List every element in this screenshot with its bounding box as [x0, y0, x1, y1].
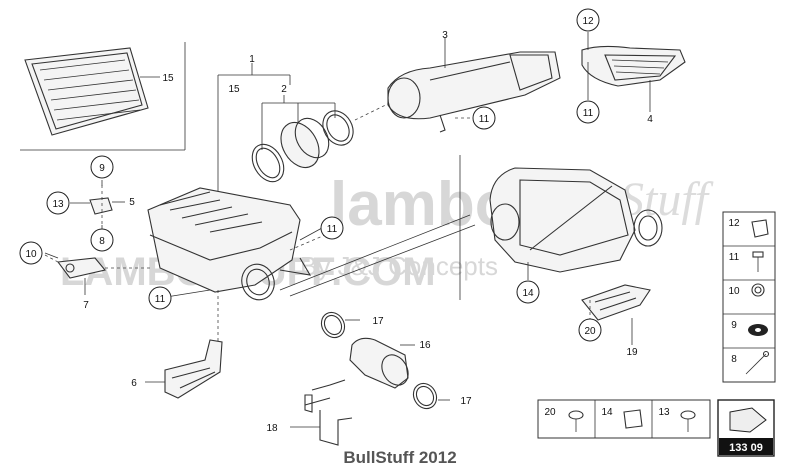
legend-item-11: 11: [729, 252, 740, 263]
watermark-script: Stuff: [620, 173, 714, 226]
callout-14: 14: [516, 280, 540, 304]
heat-shield-part-19: [581, 284, 651, 345]
legend-item-10: 10: [728, 286, 740, 297]
label-1: 1: [249, 54, 255, 65]
callout-8: 8: [90, 228, 114, 252]
label-19: 19: [626, 347, 638, 358]
bracket-parts-5-7: [44, 185, 150, 295]
watermark: lambo Stuff LAMBOSTUFF.COM By J&J Concep…: [60, 170, 714, 294]
svg-text:12: 12: [582, 16, 594, 27]
label-17-top: 17: [372, 316, 384, 327]
legend-item-8: 8: [731, 354, 737, 365]
legend-item-9: 9: [731, 320, 737, 331]
watermark-brand: lambo: [330, 170, 513, 239]
label-6: 6: [131, 378, 137, 389]
callout-13: 13: [46, 191, 70, 215]
label-15: 15: [162, 73, 174, 84]
fastener-legend: 20 14 13: [537, 399, 711, 439]
label-2: 2: [281, 84, 287, 95]
washer-icon: [748, 324, 768, 336]
legend-bottom-20: 20: [544, 407, 556, 418]
pipe-part-18: [290, 379, 353, 446]
callout-10: 10: [19, 241, 43, 265]
label-4: 4: [647, 114, 653, 125]
arrow-icon: [729, 407, 767, 433]
lower-airbox-part-14: [489, 167, 663, 280]
footer-credit: BullStuff 2012: [343, 448, 457, 467]
airbox-housing: [147, 187, 326, 350]
diagram-code-box: 133 09: [717, 399, 775, 457]
clip-nut-icon: [623, 409, 643, 429]
duct-part-16: [349, 337, 415, 389]
callout-11-duct: 11: [472, 106, 496, 130]
svg-text:9: 9: [99, 163, 105, 174]
label-3: 3: [442, 30, 448, 41]
label-16: 16: [419, 340, 431, 351]
watermark-tag: By J&J Concepts: [300, 251, 498, 281]
rivet-icon: [745, 350, 770, 375]
support-bracket-part-6: [145, 339, 223, 399]
svg-text:8: 8: [99, 236, 105, 247]
callout-9: 9: [90, 155, 114, 179]
intake-scoop-part-4: [581, 32, 686, 112]
svg-text:11: 11: [479, 114, 490, 125]
hex-screw-icon: [680, 410, 696, 432]
clamps-part-17: [320, 311, 450, 410]
svg-text:11: 11: [327, 224, 338, 235]
screw-flange-icon: [568, 410, 584, 432]
diagram-code: 133 09: [729, 442, 763, 454]
svg-text:11: 11: [155, 294, 166, 305]
hardware-legend: 12 11 10 9 8: [722, 211, 776, 383]
guide-lines: [20, 42, 476, 300]
label-18: 18: [266, 423, 278, 434]
intake-duct-part-3: [387, 38, 561, 133]
air-filter-part-15: [24, 47, 160, 136]
svg-text:10: 10: [25, 249, 37, 260]
clip-icon: [751, 219, 769, 238]
svg-text:11: 11: [583, 108, 594, 119]
svg-text:14: 14: [522, 288, 534, 299]
callout-11-airbox: 11: [148, 286, 172, 310]
label-17-bottom: 17: [460, 396, 472, 407]
callout-12: 12: [576, 8, 600, 32]
label-15-group: 15: [228, 84, 240, 95]
callout-20: 20: [578, 318, 602, 342]
screw-icon: [752, 251, 764, 272]
legend-item-12: 12: [728, 218, 740, 229]
clamp-set-part-2: [251, 97, 401, 183]
legend-bottom-14: 14: [601, 407, 613, 418]
svg-text:20: 20: [584, 326, 596, 337]
legend-bottom-13: 13: [658, 407, 670, 418]
callout-11-right: 11: [320, 216, 344, 240]
label-7: 7: [83, 300, 89, 311]
callout-11-scoop: 11: [576, 100, 600, 124]
bolt-icon: [751, 283, 765, 297]
label-5: 5: [129, 197, 135, 208]
svg-text:13: 13: [52, 199, 64, 210]
